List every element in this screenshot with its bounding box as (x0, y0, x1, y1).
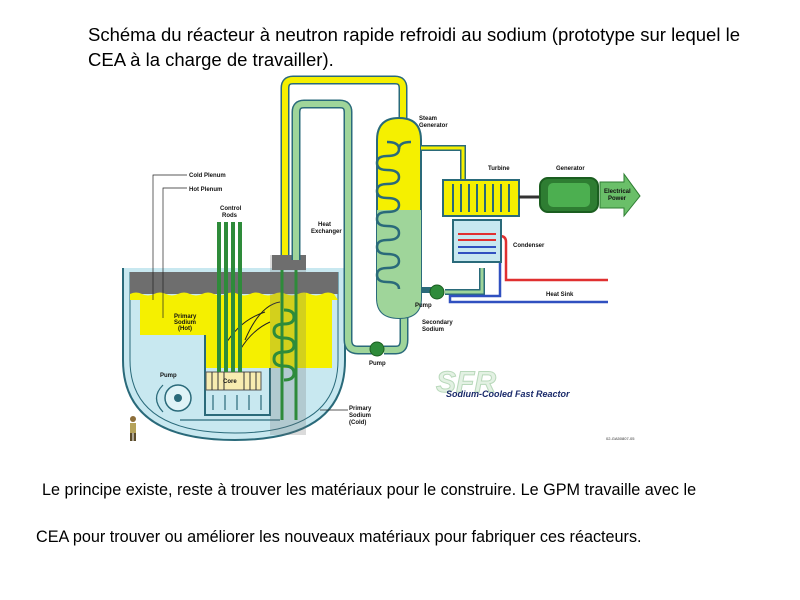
secondary-pump-icon (369, 341, 385, 357)
label-primary-cold-1: Primary (349, 406, 372, 412)
slide-title: Schéma du réacteur à neutron rapide refr… (88, 24, 740, 70)
leader-lines (152, 174, 348, 411)
caption-line-2: CEA pour trouver ou améliorer les nouvea… (36, 528, 642, 546)
label-turbine: Turbine (488, 166, 510, 172)
label-hot-plenum: Hot Plenum (189, 187, 222, 193)
label-secondary-2: Sodium (422, 327, 444, 333)
condenser (452, 219, 502, 263)
steam-generator (375, 116, 422, 320)
label-core: Core (223, 379, 237, 385)
sfr-watermark: SFR (436, 366, 496, 399)
loop-pump-icon (429, 284, 445, 300)
turbine (442, 179, 545, 217)
label-condenser: Condenser (513, 243, 545, 249)
worker-figure (130, 416, 136, 441)
label-primary-cold-2: Sodium (349, 413, 371, 419)
label-electrical-1: Electrical (604, 189, 631, 195)
reactor-name-label: Sodium-Cooled Fast Reactor (446, 389, 570, 399)
label-heat-exchanger-1: Heat (318, 222, 331, 228)
caption-line-1: Le principe existe, reste à trouver les … (42, 481, 697, 499)
label-primary-hot-2: Sodium (174, 320, 196, 326)
secondary-loop (280, 75, 409, 355)
generator (539, 172, 641, 218)
label-generator: Generator (556, 166, 585, 172)
label-pump-loop: Pump (415, 303, 432, 309)
label-primary-hot-3: (Hot) (178, 326, 192, 332)
label-control-rods-2: Rods (222, 213, 238, 219)
label-heat-sink: Heat Sink (546, 292, 574, 298)
label-electrical-2: Power (608, 196, 627, 202)
reactor-vessel (122, 222, 346, 442)
label-secondary-1: Secondary (422, 320, 453, 326)
label-primary-cold-3: (Cold) (349, 420, 366, 426)
label-control-rods-1: Control (220, 206, 242, 212)
label-steam-gen-2: Generator (419, 123, 448, 129)
label-steam-gen-1: Steam (419, 116, 437, 122)
label-cold-plenum: Cold Plenum (189, 173, 226, 179)
label-pump-primary: Pump (160, 373, 177, 379)
label-primary-hot-1: Primary (174, 314, 197, 320)
diagram-code: 02-GA50807-05 (606, 436, 635, 441)
label-heat-exchanger-2: Exchanger (311, 229, 342, 235)
label-pump-secondary: Pump (369, 361, 386, 367)
